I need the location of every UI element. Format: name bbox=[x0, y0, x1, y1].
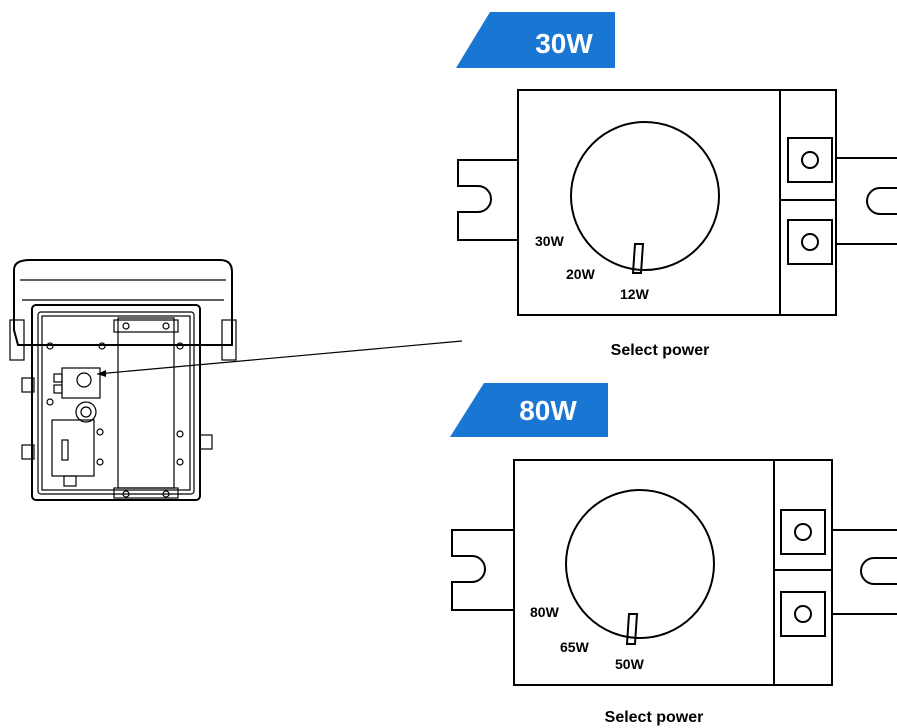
panel-top: 30W 30W 20W 12W Select power bbox=[456, 12, 897, 359]
dial-pointer-top bbox=[631, 243, 645, 274]
banner-text-bottom: 80W bbox=[519, 395, 577, 426]
mount-tab-left-bottom bbox=[451, 529, 514, 611]
dial-pointer-bottom bbox=[625, 613, 639, 645]
leader-line bbox=[96, 340, 463, 375]
power-label-mid-bottom: 65W bbox=[560, 639, 590, 655]
power-dial-top bbox=[570, 121, 720, 271]
panel-bottom: 80W 80W 65W 50W Select power bbox=[450, 383, 897, 726]
selector-body-bottom bbox=[513, 459, 833, 686]
power-dial-bottom bbox=[565, 489, 715, 639]
mount-tab-right-top bbox=[836, 157, 897, 245]
power-label-low-bottom: 50W bbox=[615, 656, 645, 672]
mount-tab-right-bottom bbox=[832, 529, 897, 615]
power-label-low-top: 12W bbox=[620, 286, 650, 302]
terminal-1-top bbox=[787, 137, 833, 183]
banner-shape-bottom bbox=[450, 383, 608, 437]
selector-body-top bbox=[517, 89, 837, 316]
mount-tab-left-top bbox=[457, 159, 518, 241]
banner-text-top: 30W bbox=[535, 28, 593, 59]
power-label-mid-top: 20W bbox=[566, 266, 596, 282]
banner-shape-top bbox=[456, 12, 615, 68]
terminal-1-bottom bbox=[780, 509, 826, 555]
power-label-high-top: 30W bbox=[535, 233, 565, 249]
terminal-2-top bbox=[787, 219, 833, 265]
fixture-drawing bbox=[9, 259, 237, 501]
leader-arrowhead bbox=[97, 370, 106, 377]
power-label-high-bottom: 80W bbox=[530, 604, 560, 620]
caption-bottom: Select power bbox=[605, 709, 704, 726]
terminal-2-bottom bbox=[780, 591, 826, 637]
caption-top: Select power bbox=[611, 342, 710, 359]
